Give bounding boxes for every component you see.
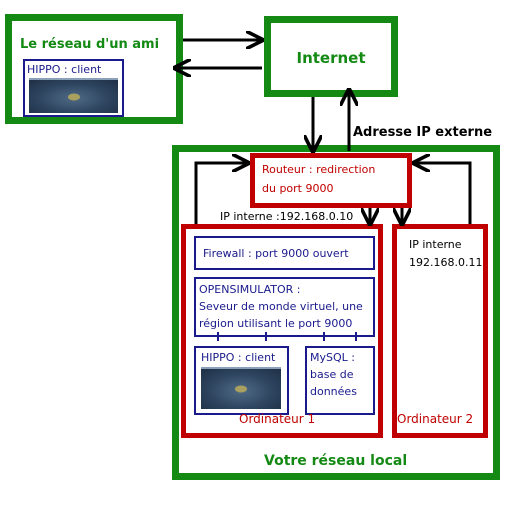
mysql-title: MySQL : — [310, 351, 355, 364]
mysql-box: MySQL : base de données — [305, 346, 375, 415]
computer-2-box: IP interne 192.168.0.11 Ordinateur 2 — [392, 224, 488, 438]
friend-network-title: Le réseau d'un ami — [20, 37, 160, 52]
computer-2-ip-label: IP interne — [409, 238, 462, 251]
mysql-description-2: données — [310, 385, 357, 398]
router-line-2: du port 9000 — [262, 182, 334, 195]
router-line-1: Routeur : redirection — [262, 163, 376, 176]
opensimulator-description-1: Seveur de monde virtuel, une — [199, 300, 363, 313]
computer-2-ip-address: 192.168.0.11 — [409, 256, 483, 269]
firewall-box: Firewall : port 9000 ouvert — [194, 236, 375, 270]
local-network-title: Votre réseau local — [264, 453, 408, 469]
internet-box: Internet — [264, 16, 398, 97]
internet-label: Internet — [296, 49, 366, 67]
arrow-computer-1-to-router — [194, 163, 248, 224]
arrow-computer-2-to-router — [414, 163, 472, 224]
friend-hippo-client-label: HIPPO : client — [27, 63, 102, 76]
hippo-client-box: HIPPO : client — [194, 346, 289, 415]
friend-hippo-client-screenshot — [29, 78, 118, 113]
friend-network-box: Le réseau d'un ami HIPPO : client — [5, 14, 183, 124]
computer-1-box: Firewall : port 9000 ouvert OPENSIMULATO… — [181, 224, 383, 438]
friend-hippo-client-box: HIPPO : client — [23, 59, 124, 117]
opensimulator-description-2: région utilisant le port 9000 — [199, 317, 353, 330]
computer-1-label: Ordinateur 1 — [239, 412, 316, 426]
hippo-client-label: HIPPO : client — [201, 351, 276, 364]
router-box: Routeur : redirection du port 9000 — [250, 153, 412, 208]
internal-ip-1-label: IP interne :192.168.0.10 — [220, 210, 354, 223]
opensimulator-box: OPENSIMULATOR : Seveur de monde virtuel,… — [194, 277, 375, 337]
computer-2-label: Ordinateur 2 — [397, 412, 474, 426]
mysql-description-1: base de — [310, 368, 354, 381]
hippo-client-screenshot — [201, 367, 281, 409]
opensimulator-title: OPENSIMULATOR : — [199, 283, 301, 296]
firewall-label: Firewall : port 9000 ouvert — [203, 247, 349, 260]
external-ip-label: Adresse IP externe — [353, 125, 493, 140]
